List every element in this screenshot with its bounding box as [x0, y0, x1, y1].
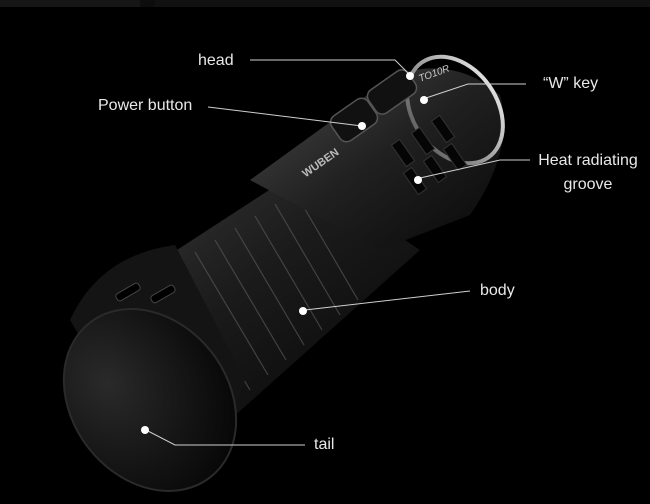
head-dot — [406, 72, 414, 80]
label-heat-line2: groove — [532, 176, 644, 194]
label-w-key: “W” key — [543, 75, 598, 93]
tail-dot — [141, 426, 149, 434]
power-button-dot — [358, 122, 366, 130]
label-heat-line1: Heat radiating — [532, 152, 644, 170]
head-callout-line — [250, 60, 408, 73]
body-dot — [299, 307, 307, 315]
label-heat-radiating-groove: Heat radiating groove — [532, 152, 644, 194]
label-tail: tail — [314, 436, 334, 454]
label-body: body — [480, 282, 515, 300]
heat-groove-dot — [414, 176, 422, 184]
w-key-dot — [420, 96, 428, 104]
label-head: head — [198, 52, 234, 70]
label-power-button: Power button — [98, 97, 192, 115]
